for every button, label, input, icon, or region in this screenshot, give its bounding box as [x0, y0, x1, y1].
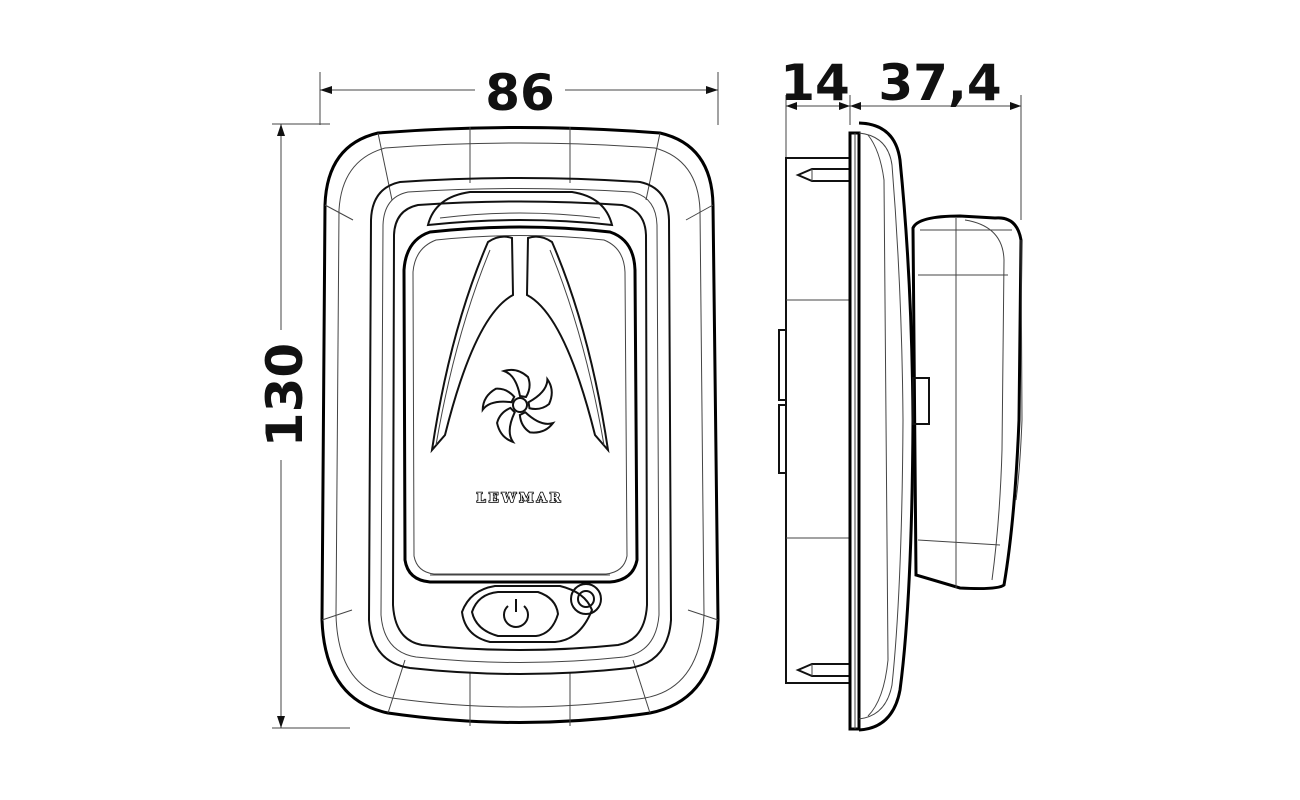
power-button[interactable]: [470, 591, 560, 637]
depth-rear-label: 14: [780, 54, 850, 112]
width-dimension: 86: [319, 64, 719, 125]
depth-front-label: 37,4: [878, 54, 1001, 112]
brand-logo: LEWMAR: [477, 491, 564, 506]
height-label: 130: [256, 343, 314, 447]
outer-bezel: [320, 126, 720, 724]
indicator-light: [570, 583, 602, 615]
width-label: 86: [485, 64, 555, 122]
front-view: LEWMAR: [320, 126, 720, 726]
side-view: [778, 121, 1023, 732]
cover-door: [402, 225, 639, 584]
power-icon: [503, 599, 529, 628]
depth-dimension: 14 37,4: [780, 54, 1022, 220]
height-dimension: 130: [256, 123, 350, 729]
fan-icon: [481, 368, 556, 444]
